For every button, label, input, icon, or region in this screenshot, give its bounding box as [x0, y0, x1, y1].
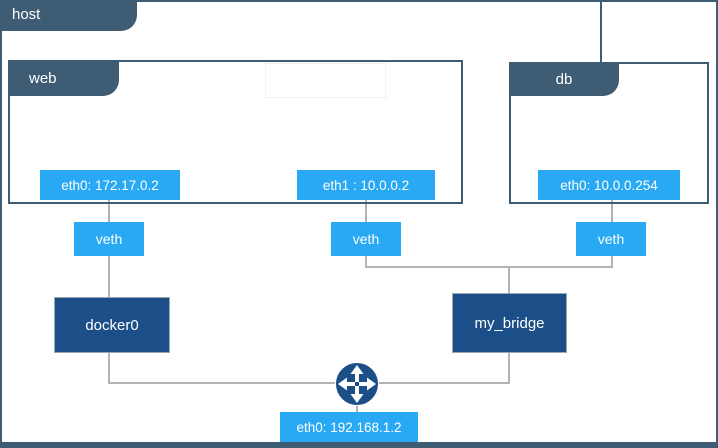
- web-eth1-label: eth1 : 10.0.0.2: [297, 170, 435, 200]
- host-eth0-label: eth0: 192.168.1.2: [280, 412, 418, 442]
- host-border-top: [0, 0, 718, 2]
- connector-docker0-down: [108, 353, 110, 384]
- junction-rail-my-bridge: [365, 266, 613, 268]
- connector-eth0-to-veth: [108, 200, 110, 224]
- connector-veth-to-docker0: [108, 256, 110, 298]
- web-label: web: [29, 69, 57, 87]
- router-icon: [334, 361, 380, 407]
- connector-db-veth-to-junction: [611, 256, 613, 268]
- erased-patch: [265, 63, 386, 98]
- my-bridge-box: my_bridge: [452, 293, 567, 353]
- db-eth0-text: eth0: 10.0.0.254: [560, 177, 658, 193]
- host-border-bottom: [0, 442, 718, 448]
- docker0-label: docker0: [85, 316, 139, 334]
- connector-my-bridge-down: [508, 353, 510, 384]
- docker0-bridge-box: docker0: [54, 297, 170, 353]
- host-tab: host: [0, 0, 137, 31]
- host-border-right: [716, 0, 718, 448]
- db-label: db: [555, 70, 573, 88]
- veth-box-web-eth0: veth: [74, 222, 144, 256]
- connector-junction-to-my-bridge: [508, 268, 510, 294]
- veth-text: veth: [352, 231, 380, 247]
- web-eth0-label: eth0: 172.17.0.2: [40, 170, 180, 200]
- connector-veth-to-junction: [365, 256, 367, 268]
- web-eth1-text: eth1 : 10.0.0.2: [322, 177, 410, 193]
- web-tab: web: [8, 60, 119, 96]
- vertical-divider-line: [600, 2, 602, 62]
- host-border-left: [0, 0, 2, 448]
- db-eth0-label: eth0: 10.0.0.254: [538, 170, 680, 200]
- connector-router-to-host-eth0: [356, 402, 358, 413]
- veth-box-db: veth: [576, 222, 646, 256]
- host-label: host: [12, 6, 41, 23]
- db-tab: db: [509, 62, 619, 96]
- veth-text: veth: [597, 231, 625, 247]
- connector-eth1-to-veth: [365, 200, 367, 224]
- web-container-box: [8, 60, 463, 204]
- bottom-rail: [108, 382, 510, 384]
- web-eth0-text: eth0: 172.17.0.2: [61, 177, 159, 193]
- my-bridge-label: my_bridge: [474, 314, 545, 332]
- veth-text: veth: [95, 231, 123, 247]
- host-eth0-text: eth0: 192.168.1.2: [296, 419, 402, 435]
- connector-db-eth0-to-veth: [611, 200, 613, 224]
- veth-box-web-eth1: veth: [331, 222, 401, 256]
